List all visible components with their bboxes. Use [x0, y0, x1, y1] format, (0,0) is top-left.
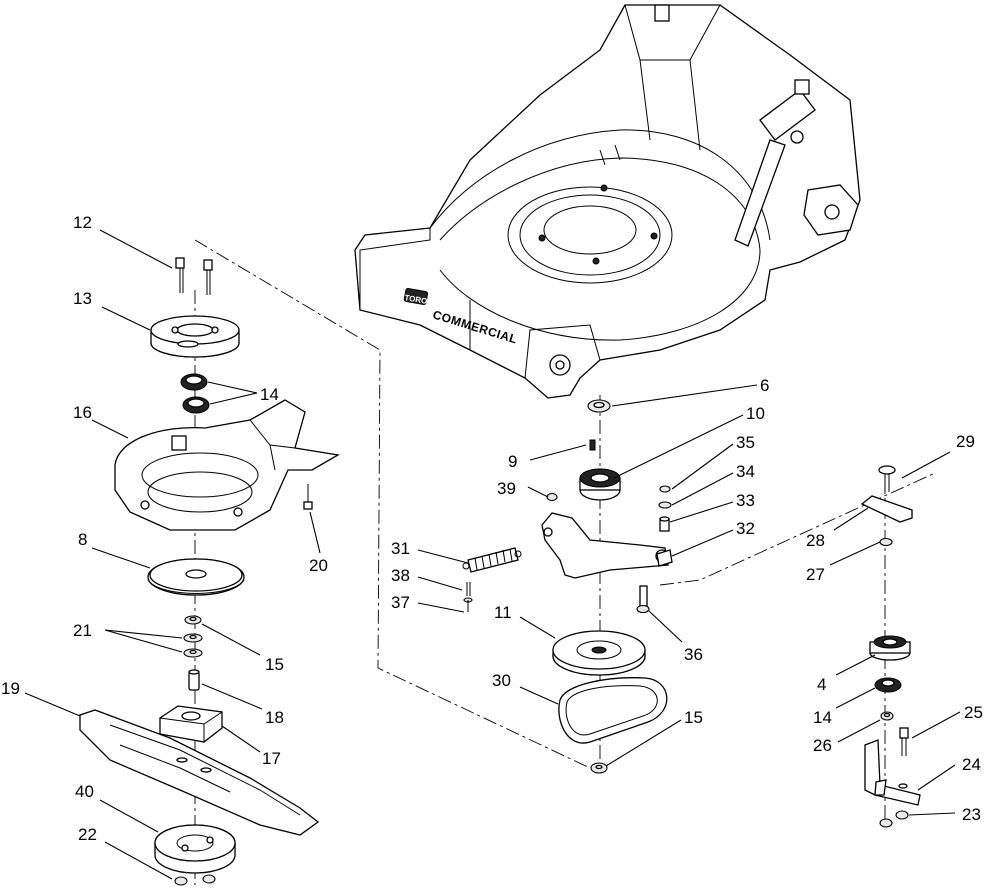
callout-34: 34 — [736, 462, 755, 481]
mounting-plate-24 — [864, 739, 921, 806]
callout-18: 18 — [265, 708, 284, 727]
callout-leaders — [24, 229, 961, 880]
bearing-14-right — [874, 677, 902, 693]
bagging-deflector-16 — [114, 399, 340, 531]
callout-14-right: 14 — [813, 708, 832, 727]
key-9 — [589, 439, 596, 451]
bolt-12-right — [203, 259, 213, 295]
spacer-33 — [659, 516, 670, 532]
callout-24: 24 — [962, 755, 981, 774]
washer-15-left — [184, 615, 202, 625]
blade-retainer-40 — [154, 824, 236, 874]
bearing-14-upper — [180, 373, 208, 391]
idler-pulley-11 — [552, 630, 646, 676]
callout-17: 17 — [262, 749, 281, 768]
nut-39 — [546, 492, 558, 502]
screw-37 — [463, 597, 473, 612]
callout-4: 4 — [817, 675, 826, 694]
nuts-23 — [879, 810, 909, 828]
stud-25 — [899, 727, 909, 756]
callout-6: 6 — [760, 376, 769, 395]
callout-29: 29 — [956, 432, 975, 451]
callout-26: 26 — [813, 736, 832, 755]
callout-19: 19 — [1, 679, 20, 698]
mower-deck-housing: TORO COMMERCIAL — [354, 4, 861, 399]
blade-adapter-17 — [159, 705, 223, 743]
washer-15-center — [590, 762, 608, 774]
callout-9: 9 — [508, 452, 517, 471]
callout-23: 23 — [962, 805, 981, 824]
bolt-36 — [636, 585, 650, 614]
callout-15-left: 15 — [265, 655, 284, 674]
callout-37: 37 — [391, 593, 410, 612]
washer-34 — [658, 501, 672, 509]
callout-13: 13 — [73, 289, 92, 308]
washer-6 — [587, 399, 611, 413]
callout-21: 21 — [73, 621, 92, 640]
bolt-29 — [878, 465, 896, 492]
callout-10: 10 — [746, 404, 765, 423]
callout-20: 20 — [309, 556, 328, 575]
spindle-adapter-18 — [188, 669, 200, 691]
pin-38 — [466, 582, 471, 596]
drive-pulley-hub-10 — [579, 468, 621, 501]
callout-16: 16 — [73, 403, 92, 422]
callout-33: 33 — [736, 491, 755, 510]
spring-31 — [462, 547, 522, 573]
bushing-4 — [869, 635, 911, 661]
bearing-14-lower — [182, 396, 210, 414]
bolt-35 — [659, 485, 671, 493]
cover-disc-8 — [147, 558, 245, 596]
callout-14-left: 14 — [260, 385, 279, 404]
callout-12: 12 — [73, 213, 92, 232]
callout-36: 36 — [684, 645, 703, 664]
callout-labels: 12 13 14 16 20 8 21 15 19 18 17 40 22 6 … — [1, 213, 983, 844]
callout-31: 31 — [391, 539, 410, 558]
deck-logo-text: TORO — [404, 293, 428, 306]
washer-26 — [880, 711, 894, 721]
bolt-12-left — [175, 257, 185, 293]
callout-15-center: 15 — [684, 708, 703, 727]
callout-11: 11 — [494, 603, 512, 622]
bearing-housing-13 — [150, 315, 240, 358]
callout-38: 38 — [391, 566, 410, 585]
washers-21 — [183, 633, 203, 658]
callout-39: 39 — [497, 479, 516, 498]
drive-belt-30 — [558, 677, 668, 744]
mower-blade-19 — [79, 709, 320, 836]
idler-spacer-32 — [656, 549, 673, 567]
callout-32: 32 — [736, 519, 755, 538]
callout-8: 8 — [78, 530, 87, 549]
idler-arm — [541, 512, 669, 579]
callout-22: 22 — [78, 825, 97, 844]
callout-25: 25 — [964, 703, 983, 722]
callout-28: 28 — [806, 531, 825, 550]
callout-30: 30 — [492, 671, 511, 690]
bracket-28 — [860, 495, 913, 523]
washer-27 — [879, 537, 893, 547]
nuts-22 — [174, 874, 216, 886]
callout-35: 35 — [736, 433, 755, 452]
screw-20 — [303, 484, 313, 510]
callout-40: 40 — [75, 782, 94, 801]
callout-27: 27 — [806, 565, 825, 584]
